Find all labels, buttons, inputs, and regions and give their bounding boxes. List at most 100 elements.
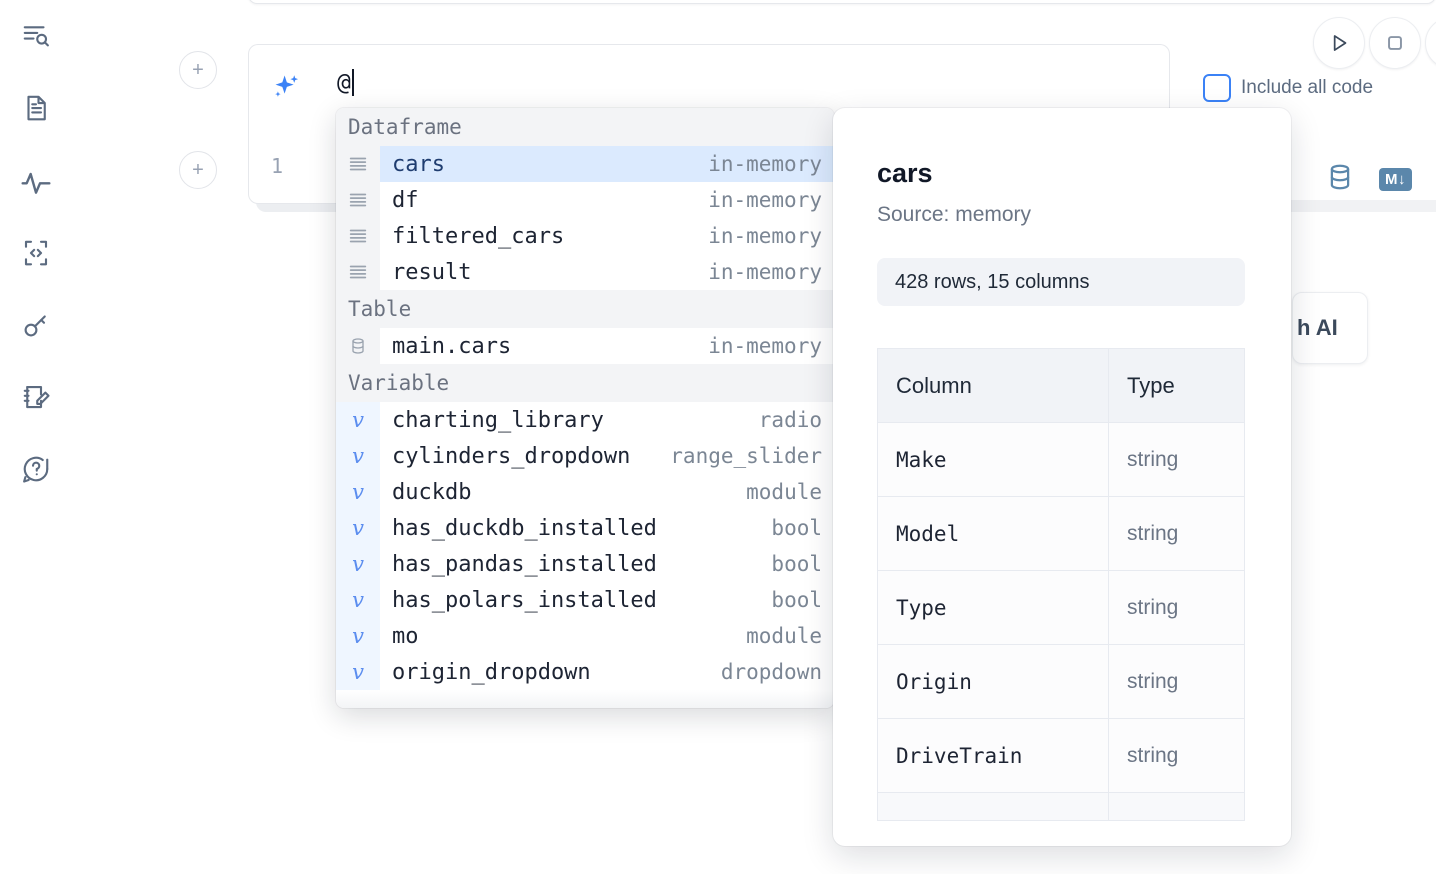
- autocomplete-item-type: range_slider: [670, 444, 822, 468]
- autocomplete-item-name: main.cars: [392, 333, 512, 359]
- dataframe-icon: [336, 182, 380, 218]
- sidebar-rail: [0, 0, 72, 874]
- dataframe-detail-panel: cars Source: memory 428 rows, 15 columns…: [833, 108, 1291, 846]
- autocomplete-item-name: df: [392, 187, 419, 213]
- dataframe-icon: [336, 254, 380, 290]
- stop-button[interactable]: [1369, 17, 1421, 69]
- sidebar-item-search-outline[interactable]: [16, 16, 56, 56]
- autocomplete-item[interactable]: v has_duckdb_installed bool: [336, 510, 834, 546]
- ai-prompt-input[interactable]: @: [337, 69, 355, 96]
- run-button[interactable]: [1313, 17, 1365, 69]
- autocomplete-item-type: module: [746, 480, 822, 504]
- sidebar-item-secrets[interactable]: [16, 305, 56, 345]
- text-caret: [352, 69, 355, 96]
- table-icon: [336, 328, 380, 364]
- autocomplete-item-type: in-memory: [708, 334, 822, 358]
- autocomplete-item-name: has_pandas_installed: [392, 551, 657, 577]
- schema-header-type: Type: [1108, 348, 1245, 423]
- variable-icon: v: [336, 438, 380, 474]
- sidebar-item-scratchpad[interactable]: [16, 377, 56, 417]
- search-outline-icon: [21, 21, 51, 51]
- autocomplete-item[interactable]: result in-memory: [336, 254, 834, 290]
- variable-icon: v: [336, 510, 380, 546]
- variable-icon: v: [336, 402, 380, 438]
- autocomplete-group-header: Dataframe: [336, 108, 834, 146]
- code-line-number: 1: [271, 154, 284, 178]
- autocomplete-item-name: has_polars_installed: [392, 587, 657, 613]
- autocomplete-item-type: module: [746, 624, 822, 648]
- variable-icon: v: [336, 654, 380, 690]
- previous-cell-edge: [248, 0, 1436, 4]
- autocomplete-group-header: Table: [336, 290, 834, 328]
- cell-output-icons: M↓: [1325, 162, 1412, 197]
- autocomplete-item-type: in-memory: [708, 188, 822, 212]
- autocomplete-item[interactable]: main.cars in-memory: [336, 328, 834, 364]
- autocomplete-item[interactable]: v cylinders_dropdown range_slider: [336, 438, 834, 474]
- autocomplete-item-name: duckdb: [392, 479, 472, 505]
- autocomplete-item-name: charting_library: [392, 407, 604, 433]
- help-chat-icon: [21, 454, 51, 484]
- code-brackets-icon: [21, 238, 51, 268]
- include-all-code-row[interactable]: Include all code: [1203, 74, 1373, 102]
- autocomplete-item-type: bool: [771, 588, 822, 612]
- autocomplete-item[interactable]: v has_pandas_installed bool: [336, 546, 834, 582]
- autocomplete-item[interactable]: df in-memory: [336, 182, 834, 218]
- detail-shape-badge: 428 rows, 15 columns: [877, 258, 1245, 306]
- sidebar-item-help[interactable]: [16, 449, 56, 489]
- autocomplete-item-type: in-memory: [708, 260, 822, 284]
- detail-source: Source: memory: [877, 203, 1032, 226]
- dataframe-icon: [336, 218, 380, 254]
- autocomplete-item-type: bool: [771, 516, 822, 540]
- add-cell-button-bottom[interactable]: +: [179, 151, 217, 189]
- schema-header-column: Column: [877, 348, 1109, 423]
- autocomplete-item[interactable]: filtered_cars in-memory: [336, 218, 834, 254]
- notebook-edit-icon: [21, 382, 51, 412]
- schema-column-name: [877, 792, 1109, 821]
- detail-title: cars: [877, 158, 933, 188]
- schema-table-row-clipped: [877, 792, 1245, 821]
- sidebar-item-snippets[interactable]: [16, 233, 56, 273]
- sidebar-item-file[interactable]: [16, 88, 56, 128]
- sparkles-icon: [269, 71, 303, 110]
- add-cell-button-top[interactable]: +: [179, 51, 217, 89]
- autocomplete-item-name: cars: [392, 151, 445, 177]
- schema-column-name: Origin: [877, 644, 1109, 719]
- activity-icon: [20, 166, 52, 198]
- schema-column-type: string: [1108, 718, 1245, 793]
- autocomplete-item-name: has_duckdb_installed: [392, 515, 657, 541]
- autocomplete-item-name: cylinders_dropdown: [392, 443, 631, 469]
- autocomplete-item-type: in-memory: [708, 224, 822, 248]
- file-text-icon: [21, 93, 51, 123]
- variable-icon: v: [336, 618, 380, 654]
- ai-prompt-value: @: [337, 70, 352, 96]
- variable-icon: v: [336, 546, 380, 582]
- database-icon[interactable]: [1325, 162, 1355, 197]
- sidebar-item-activity[interactable]: [16, 162, 56, 202]
- autocomplete-scroll-fade: [336, 690, 834, 708]
- schema-column-name: DriveTrain: [877, 718, 1109, 793]
- markdown-badge[interactable]: M↓: [1379, 168, 1412, 191]
- autocomplete-item-type: bool: [771, 552, 822, 576]
- variable-icon: v: [336, 582, 380, 618]
- schema-column-name: Model: [877, 496, 1109, 571]
- schema-table-header-row: Column Type: [877, 348, 1245, 423]
- generate-with-ai-button[interactable]: h AI: [1292, 292, 1368, 364]
- schema-column-type: string: [1108, 496, 1245, 571]
- include-all-code-checkbox[interactable]: [1203, 74, 1231, 102]
- schema-column-type: string: [1108, 422, 1245, 497]
- schema-column-name: Make: [877, 422, 1109, 497]
- autocomplete-item[interactable]: v has_polars_installed bool: [336, 582, 834, 618]
- autocomplete-item-name: filtered_cars: [392, 223, 565, 249]
- autocomplete-group-header: Variable: [336, 364, 834, 402]
- autocomplete-item-name: result: [392, 259, 472, 285]
- autocomplete-item-name: origin_dropdown: [392, 659, 591, 685]
